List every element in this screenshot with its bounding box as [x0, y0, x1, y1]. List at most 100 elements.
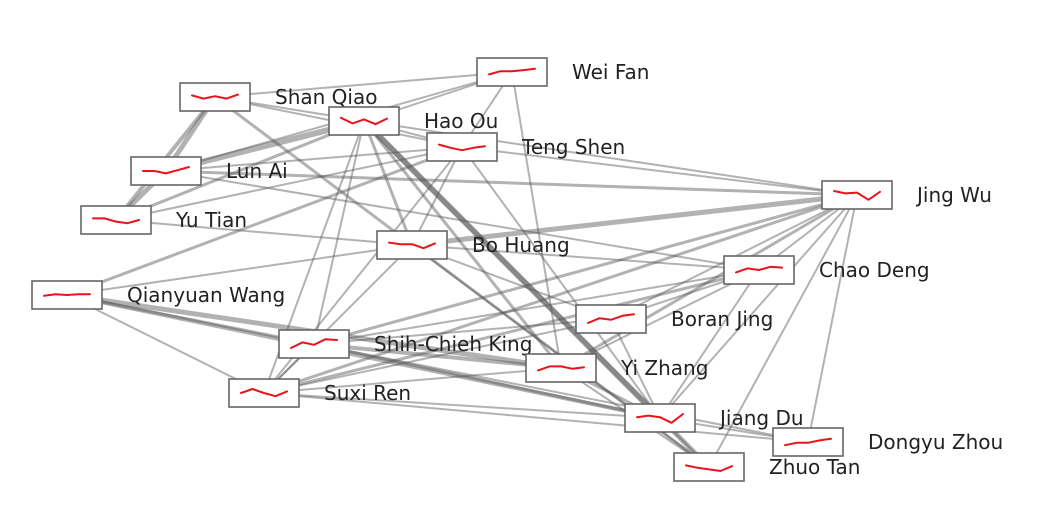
node-shihchiehking[interactable]: Shih-Chieh King — [278, 329, 532, 359]
node-label: Qianyuan Wang — [127, 283, 285, 307]
edge-jingwu-zhuotan — [708, 194, 858, 468]
sparkline — [388, 241, 436, 250]
node-label: Zhuo Tan — [769, 455, 860, 479]
edge-boranjing-jiangdu — [610, 318, 661, 419]
node-yutian[interactable]: Yu Tian — [80, 205, 247, 235]
node-label: Boran Jing — [671, 307, 773, 331]
edge-haoou-jiangdu — [361, 118, 663, 421]
node-qianyuanwang[interactable]: Qianyuan Wang — [31, 280, 285, 310]
node-chaodeng[interactable]: Chao Deng — [723, 255, 930, 285]
node-label: Wei Fan — [572, 60, 649, 84]
edge-jingwu-jiangdu — [659, 194, 858, 419]
edge-jingwu-yizhang — [559, 193, 859, 370]
node-box — [821, 180, 893, 210]
node-suxiren[interactable]: Suxi Ren — [228, 378, 411, 408]
edge-qianyuanwang-suxiren — [66, 294, 265, 394]
sparkline — [92, 217, 140, 225]
node-jiangdu[interactable]: Jiang Du — [624, 403, 804, 433]
node-jingwu[interactable]: Jing Wu — [821, 180, 992, 210]
edge-shihchiehking-dongyuzhou — [313, 343, 809, 443]
sparkline — [685, 464, 733, 472]
edge-jingwu-suxiren — [262, 193, 859, 395]
edge-haoou-yizhang — [362, 119, 563, 370]
edge-bohuang-qianyuanwang — [66, 244, 413, 296]
edge-boranjing-shihchiehking — [313, 318, 612, 345]
edge-yutian-bohuang — [115, 219, 413, 246]
node-label: Chao Deng — [819, 258, 930, 282]
sparkline — [142, 166, 190, 175]
node-label: Teng Shen — [521, 135, 625, 159]
node-label: Yu Tian — [175, 208, 247, 232]
edge-shihchiehking-yizhang — [312, 342, 563, 370]
node-lunai[interactable]: Lun Ai — [130, 156, 288, 186]
edge-tengshen-lunai — [165, 146, 463, 172]
edge-jingwu-dongyuzhou — [807, 194, 858, 443]
node-box — [525, 353, 597, 383]
edge-tengshen-bohuang — [411, 146, 463, 246]
edge-bohuang-suxiren — [263, 244, 413, 394]
node-zhuotan[interactable]: Zhuo Tan — [673, 452, 860, 482]
edge-jingwu-shihchiehking — [312, 193, 859, 346]
edge-jingwu-bohuang — [409, 192, 860, 248]
node-label: Jiang Du — [718, 406, 804, 430]
edge-qianyuanwang-shihchiehking — [65, 293, 316, 346]
edge-tengshen-yutian — [115, 146, 463, 221]
node-box — [130, 156, 202, 186]
sparkline — [587, 313, 635, 324]
node-label: Lun Ai — [226, 159, 288, 183]
node-tengshen[interactable]: Teng Shen — [426, 132, 625, 162]
edge-haoou-shihchiehking — [313, 120, 365, 345]
sparkline — [488, 67, 536, 76]
sparkline — [735, 265, 783, 274]
edge-shihchiehking-jiangdu — [312, 342, 662, 420]
sparkline — [438, 143, 486, 152]
node-yizhang[interactable]: Yi Zhang — [525, 353, 708, 383]
edge-tengshen-jingwu — [461, 146, 858, 196]
node-label: Shih-Chieh King — [374, 332, 532, 356]
edge-weifan-yizhang — [511, 71, 562, 369]
node-box — [673, 452, 745, 482]
node-box — [426, 132, 498, 162]
edge-shanqiao-weifan — [214, 71, 513, 98]
node-box — [328, 106, 400, 136]
edge-lunai-jingwu — [164, 169, 859, 197]
edge-chaodeng-suxiren — [262, 268, 761, 395]
sparkline — [784, 437, 832, 447]
edge-chaodeng-yizhang — [560, 269, 760, 369]
edge-lunai-chaodeng — [165, 170, 760, 271]
edge-suxiren-dongyuzhou — [263, 392, 809, 443]
sparkline — [833, 190, 881, 201]
node-label: Bo Huang — [472, 233, 570, 257]
edge-qianyuanwang-jiangdu — [65, 293, 662, 420]
node-shanqiao[interactable]: Shan Qiao — [179, 82, 377, 112]
node-weifan[interactable]: Wei Fan — [476, 57, 649, 87]
sparkline — [240, 388, 288, 398]
node-label: Hao Ou — [424, 109, 498, 133]
edge-haoou-yutian — [114, 119, 366, 222]
node-label: Dongyu Zhou — [868, 430, 1003, 454]
node-dongyuzhou[interactable]: Dongyu Zhou — [772, 427, 1003, 457]
node-label: Jing Wu — [915, 183, 992, 207]
node-label: Yi Zhang — [620, 356, 708, 380]
edge-layer — [64, 71, 860, 470]
sparkline — [340, 116, 388, 126]
node-label: Suxi Ren — [324, 381, 411, 405]
sparkline — [191, 93, 239, 100]
sparkline — [290, 338, 338, 349]
sparkline — [636, 413, 684, 424]
edge-haoou-bohuang — [362, 119, 414, 247]
edge-bohuang-chaodeng — [411, 244, 760, 271]
edge-boranjing-suxiren — [263, 318, 612, 394]
node-haoou[interactable]: Hao Ou — [328, 106, 498, 136]
edge-tengshen-qianyuanwang — [65, 145, 464, 297]
edge-suxiren-yizhang — [263, 367, 562, 394]
edge-chaodeng-jiangdu — [659, 269, 760, 419]
edge-tengshen-jiangdu — [461, 146, 661, 419]
edge-suxiren-jiangdu — [263, 392, 661, 419]
node-box — [80, 205, 152, 235]
node-bohuang[interactable]: Bo Huang — [376, 230, 570, 260]
node-boranjing[interactable]: Boran Jing — [575, 304, 773, 334]
sparkline — [43, 293, 91, 297]
